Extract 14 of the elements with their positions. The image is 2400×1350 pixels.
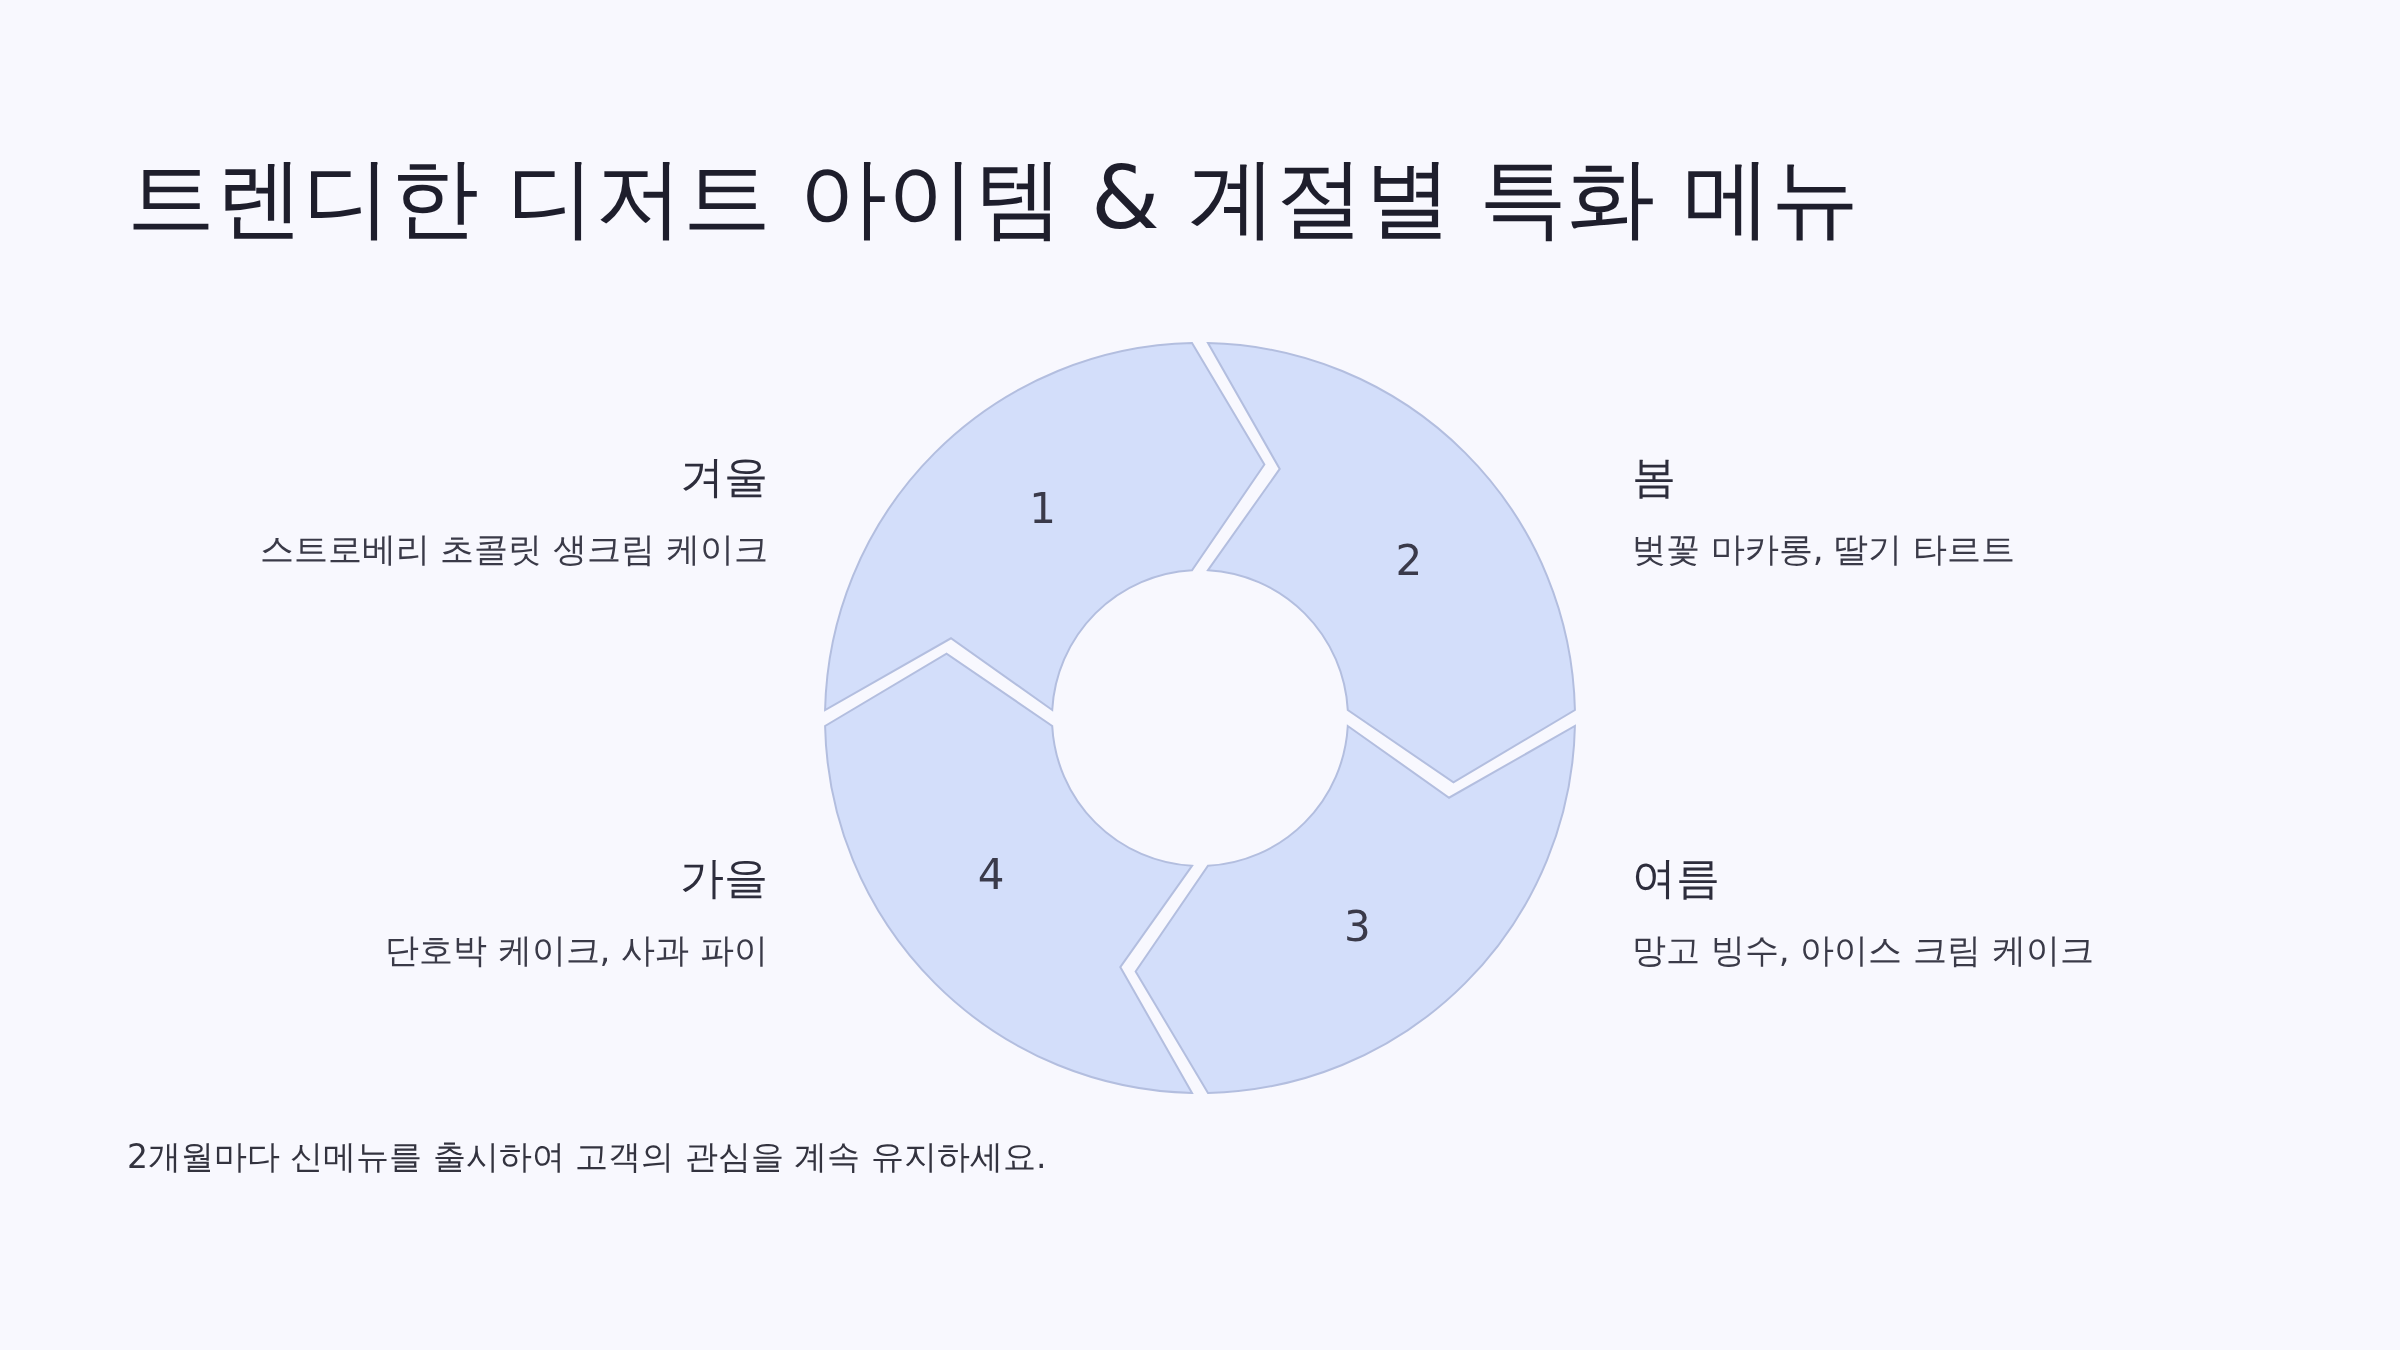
menu-description: 단호박 케이크, 사과 파이 <box>384 929 768 971</box>
menu-description: 망고 빙수, 아이스 크림 케이크 <box>1632 929 2095 971</box>
caption: 2개월마다 신메뉴를 출시하여 고객의 관심을 계속 유지하세요. <box>127 1136 1047 1178</box>
step-number: 2 <box>1395 539 1423 582</box>
step-number: 3 <box>1344 905 1371 948</box>
title: 트렌디한 디저트 아이템 & 계절별 특화 메뉴 <box>127 150 1860 247</box>
step-number: 1 <box>1029 488 1056 531</box>
season-heading: 여름 <box>1632 851 1720 905</box>
menu-description: 스트로베리 초콜릿 생크림 케이크 <box>259 528 768 570</box>
season-heading: 가을 <box>680 851 768 905</box>
step-number: 4 <box>977 854 1005 897</box>
season-heading: 겨울 <box>680 450 768 504</box>
menu-description: 벚꽃 마카롱, 딸기 타르트 <box>1632 528 2016 570</box>
season-heading: 봄 <box>1632 450 1676 504</box>
